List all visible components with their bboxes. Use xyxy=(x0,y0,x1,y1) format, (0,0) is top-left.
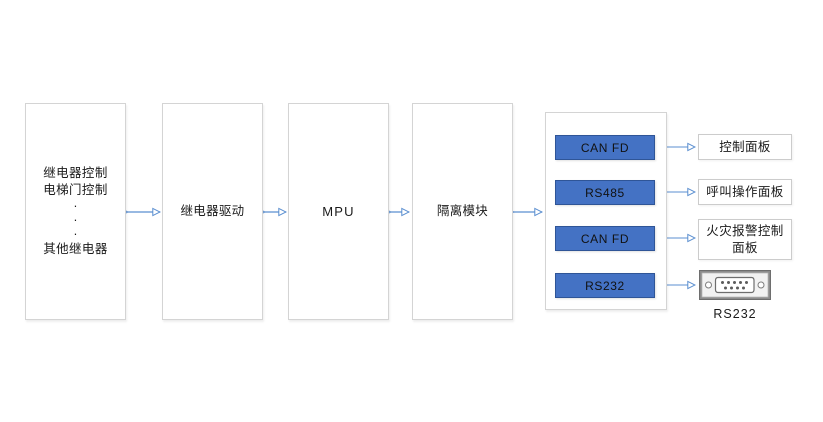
block-mpu[interactable]: MPU xyxy=(288,103,389,320)
block-relay-driver[interactable]: 继电器驱动 xyxy=(162,103,263,320)
bus-interface-rs485[interactable]: RS485 xyxy=(555,180,655,205)
relay-driver-label: 继电器驱动 xyxy=(180,204,245,218)
peripheral-fire-alarm-panel[interactable]: 火灾报警控制面板 xyxy=(698,219,792,260)
rs232-label: RS232 xyxy=(585,278,625,293)
mpu-label: MPU xyxy=(322,204,355,219)
fire-alarm-panel-label: 火灾报警控制面板 xyxy=(706,223,784,255)
relay-control-ellipsis-2: · xyxy=(73,213,78,227)
isolation-module-label: 隔离模块 xyxy=(436,204,489,218)
call-panel-label: 呼叫操作面板 xyxy=(706,184,784,199)
bus-interface-can-fd-1[interactable]: CAN FD xyxy=(555,135,655,160)
block-isolation-module[interactable]: 隔离模块 xyxy=(412,103,513,320)
relay-control-line-2: 电梯门控制 xyxy=(43,183,108,197)
block-relay-control[interactable]: 继电器控制 电梯门控制 · · · 其他继电器 xyxy=(25,103,126,320)
relay-control-ellipsis-1: · xyxy=(73,199,78,213)
db9-serial-port-icon xyxy=(699,270,771,300)
relay-control-line-6: 其他继电器 xyxy=(43,242,108,256)
peripheral-call-panel[interactable]: 呼叫操作面板 xyxy=(698,179,792,205)
peripheral-control-panel[interactable]: 控制面板 xyxy=(698,134,792,160)
bus-interface-rs232[interactable]: RS232 xyxy=(555,273,655,298)
db9-connector[interactable] xyxy=(699,270,771,300)
relay-control-ellipsis-3: · xyxy=(73,227,78,241)
relay-control-text-stack: 继电器控制 电梯门控制 · · · 其他继电器 xyxy=(43,165,108,258)
control-panel-label: 控制面板 xyxy=(719,139,771,154)
can-fd-1-label: CAN FD xyxy=(580,140,630,155)
db9-connector-caption: RS232 xyxy=(713,307,757,321)
bus-interface-can-fd-2[interactable]: CAN FD xyxy=(555,226,655,251)
relay-control-line-1: 继电器控制 xyxy=(43,166,108,180)
rs485-label: RS485 xyxy=(585,185,625,200)
can-fd-2-label: CAN FD xyxy=(580,231,630,246)
